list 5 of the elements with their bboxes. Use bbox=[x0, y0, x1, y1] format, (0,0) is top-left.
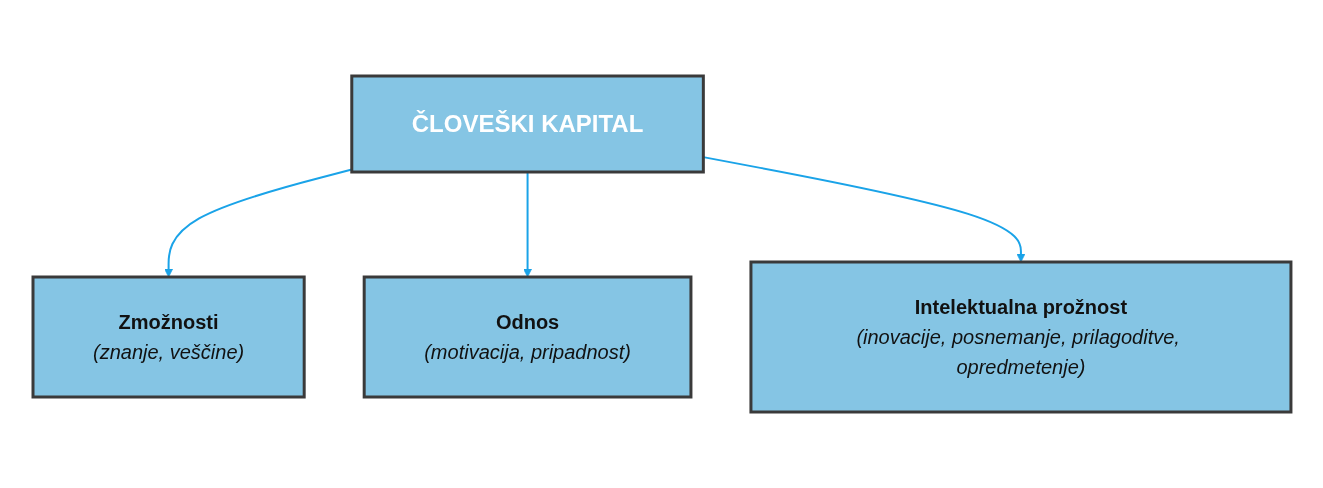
node-box: Odnos (motivacija, pripadnost) bbox=[362, 275, 692, 399]
arrow bbox=[163, 168, 353, 278]
node-box: Intelektualna prožnost (inovacije, posnemanje, prilagoditve, opredmetenje) bbox=[748, 260, 1292, 414]
node-box: Zmožnosti (znanje, veščine) bbox=[31, 275, 306, 399]
node-box: ČLOVEŠKI KAPITAL bbox=[349, 74, 705, 174]
